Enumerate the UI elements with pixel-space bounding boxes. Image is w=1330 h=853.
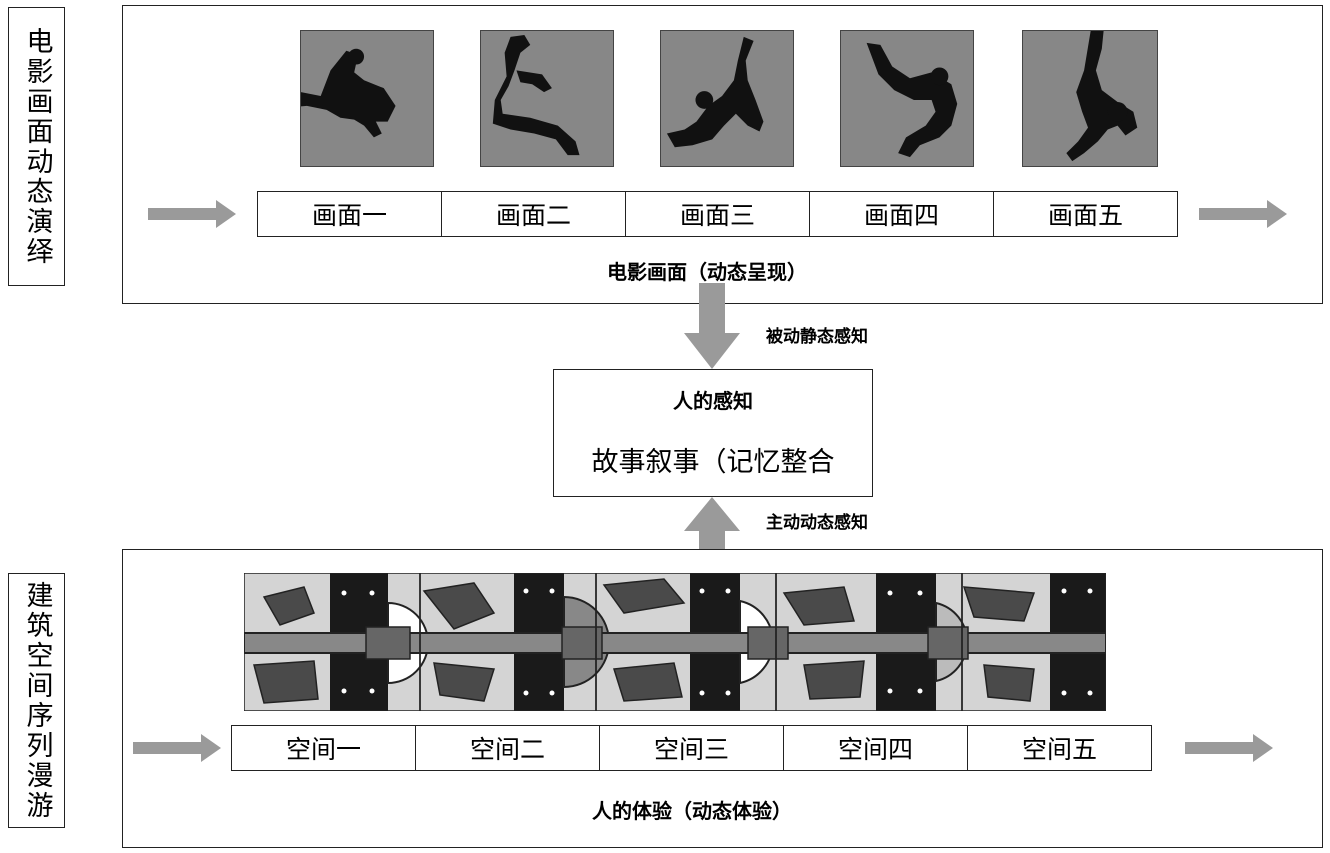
passive-perception-label: 被动静态感知 (766, 327, 868, 347)
film-flow-out-arrow-icon (1199, 200, 1287, 228)
film-frame-label-3: 画面三 (626, 192, 810, 236)
architecture-section-caption: 人的体验（动态体验） (592, 799, 792, 823)
perception-box-body: 故事叙事（记忆整合 (591, 447, 835, 478)
film-frame-label-2: 画面二 (442, 192, 626, 236)
space-label-5: 空间五 (1021, 735, 1097, 764)
active-perception-label: 主动动态感知 (766, 513, 868, 533)
dancer-silhouette-1 (253, 48, 396, 138)
film-flow-in-arrow-icon (148, 200, 236, 228)
space-label-1: 空间一 (232, 726, 416, 770)
dancer-silhouette-3 (666, 36, 764, 148)
film-frame-strip: 画面一 画面二 画面三 画面四 画面五 (257, 191, 1178, 237)
film-side-label: 电影画面动态演绎 (8, 7, 65, 286)
dancer-silhouette-4 (866, 42, 958, 158)
architecture-flow-out-arrow-icon (1185, 734, 1273, 762)
architecture-side-label: 建筑空间序列漫游 (8, 573, 65, 828)
film-frame-5-image (1022, 23, 1158, 167)
space-label-3: 空间三 (600, 726, 784, 770)
film-frame-label-1: 画面一 (258, 192, 442, 236)
architecture-space-strip: 空间一 空间二 空间三 空间四 空间五 (231, 725, 1152, 771)
film-section-caption: 电影画面（动态呈现） (607, 260, 807, 284)
dancer-silhouette-5 (1066, 23, 1138, 162)
active-perception-arrow-icon (684, 497, 740, 577)
space-label-4: 空间四 (784, 726, 968, 770)
passive-perception-arrow-icon (684, 283, 740, 369)
space-label-2: 空间二 (416, 726, 600, 770)
perception-box-title: 人的感知 (673, 389, 753, 413)
film-frame-2-image (480, 30, 614, 167)
human-perception-box: 人的感知 故事叙事（记忆整合 (553, 369, 873, 497)
film-frame-3-image (660, 30, 794, 167)
film-frame-4-image (840, 30, 974, 167)
architecture-flow-in-arrow-icon (133, 734, 221, 762)
dancer-silhouette-2 (492, 34, 580, 156)
film-frame-label-4: 画面四 (810, 192, 994, 236)
film-frame-1-image (253, 30, 434, 167)
film-frame-label-5: 画面五 (1047, 201, 1123, 230)
architectural-plan-drawing (244, 573, 1106, 711)
